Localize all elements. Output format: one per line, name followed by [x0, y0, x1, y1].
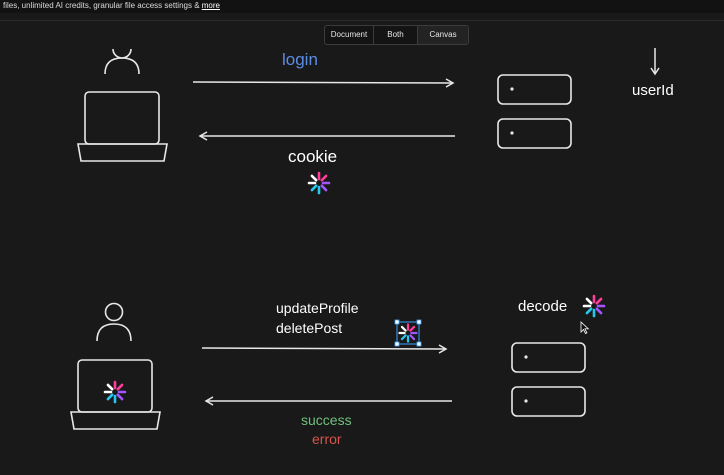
cookie-arrow [198, 131, 455, 141]
view-canvas-option[interactable]: Canvas [418, 26, 468, 44]
decode-label: decode [518, 298, 568, 315]
banner-text: files, unlimited AI credits, granular fi… [3, 1, 202, 10]
jwt-logo-icon [307, 171, 331, 195]
request-arrow [201, 344, 448, 354]
update-profile-label: updateProfile [276, 300, 359, 316]
request-actions-label: updateProfile deletePost [276, 298, 359, 338]
success-label: success [301, 412, 352, 428]
laptop-icon [70, 359, 161, 430]
login-arrow [192, 78, 455, 88]
selected-jwt-element[interactable] [394, 319, 422, 347]
view-mode-toggle: Document Both Canvas [324, 25, 469, 45]
cursor-icon [580, 320, 590, 335]
jwt-logo-icon [103, 380, 127, 404]
login-label: login [282, 50, 318, 69]
arrow-down-icon [650, 48, 660, 76]
server-icon [497, 74, 572, 149]
jwt-logo-icon [582, 294, 606, 318]
banner-more-link[interactable]: more [201, 1, 220, 10]
view-both-option[interactable]: Both [374, 26, 418, 44]
error-label: error [312, 431, 342, 447]
laptop-icon [77, 91, 168, 162]
jwt-logo-icon [398, 323, 418, 343]
response-arrow [204, 396, 452, 406]
delete-post-label: deletePost [276, 320, 343, 336]
user-icon [96, 302, 132, 342]
cookie-label: cookie [288, 147, 338, 166]
userid-label: userId [632, 82, 674, 99]
view-document-option[interactable]: Document [325, 26, 374, 44]
server-icon [511, 342, 586, 417]
user-icon [104, 48, 140, 75]
top-banner: files, unlimited AI credits, granular fi… [0, 0, 724, 13]
toolbar-divider [0, 20, 724, 21]
